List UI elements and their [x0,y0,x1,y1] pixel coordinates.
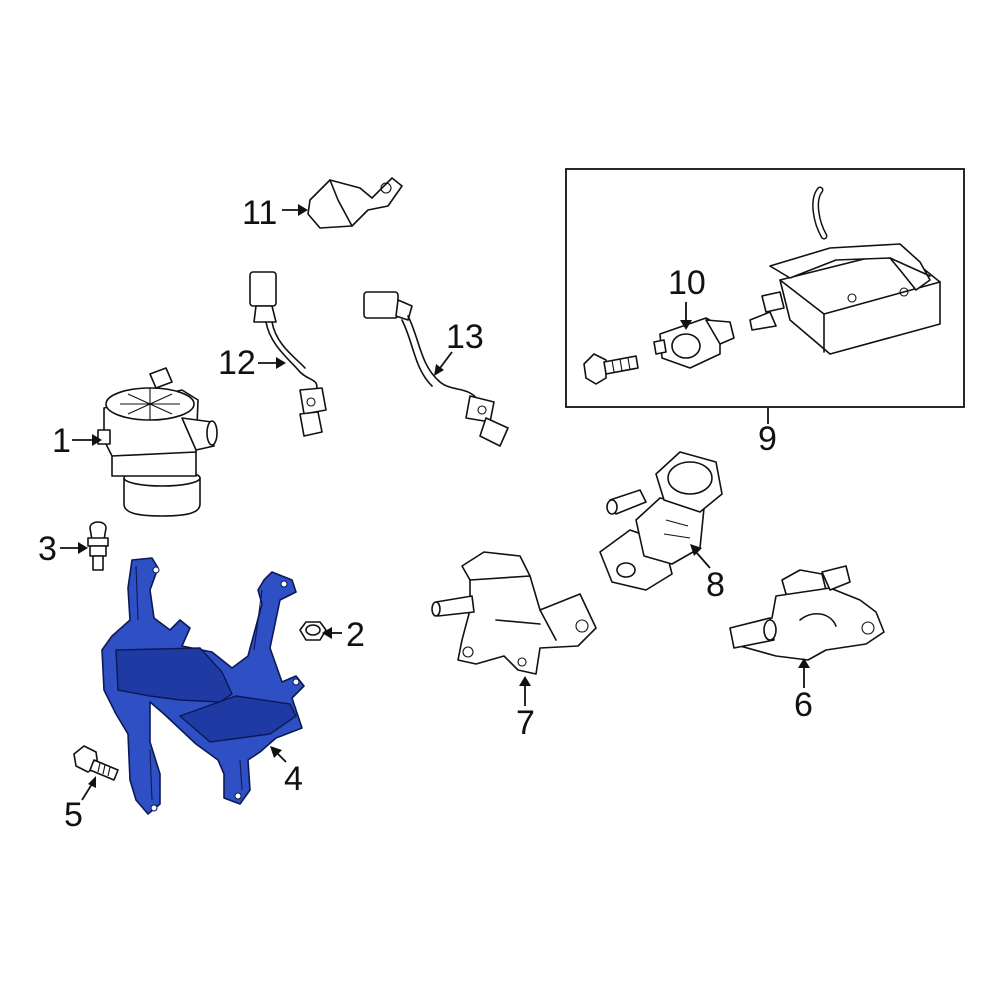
callout-11: 11 [242,194,308,232]
svg-text:13: 13 [446,318,484,356]
callout-5: 5 [64,776,96,834]
part-3-clip[interactable] [87,521,109,571]
callout-4: 4 [270,746,303,798]
part-5-bolt[interactable] [73,745,119,781]
part-6-valve[interactable] [729,565,885,661]
svg-text:6: 6 [794,686,813,724]
callout-3: 3 [38,530,88,568]
svg-text:8: 8 [706,566,725,604]
callout-1: 1 [52,422,102,460]
callout-13: 13 [434,318,484,376]
svg-text:10: 10 [668,264,706,302]
part-12-oxygen-sensor[interactable] [249,271,327,437]
part-2-nut[interactable] [299,621,327,641]
callout-9: 9 [758,408,777,458]
part-8-valve[interactable] [599,451,723,591]
part-1-air-pump[interactable] [97,367,218,517]
part-4-bracket-highlighted[interactable] [101,557,305,815]
callout-12: 12 [218,344,286,382]
svg-text:3: 3 [38,530,57,568]
part-10-valve[interactable] [653,317,735,369]
svg-text:5: 5 [64,796,83,834]
svg-text:4: 4 [284,760,303,798]
part-13-oxygen-sensor[interactable] [363,291,509,447]
svg-text:2: 2 [346,616,365,654]
part-11-sensor-bracket[interactable] [307,177,403,229]
svg-text:11: 11 [242,194,277,232]
callout-6: 6 [794,658,813,724]
callout-7: 7 [516,676,535,742]
callout-2: 2 [322,616,365,654]
callout-10: 10 [668,264,706,330]
svg-text:7: 7 [516,704,535,742]
svg-text:1: 1 [52,422,71,460]
callout-8: 8 [690,544,725,604]
svg-text:12: 12 [218,344,256,382]
part-9-assembly-box[interactable] [565,168,965,408]
part-7-vacuum-valve[interactable] [431,551,597,675]
svg-text:9: 9 [758,420,777,458]
